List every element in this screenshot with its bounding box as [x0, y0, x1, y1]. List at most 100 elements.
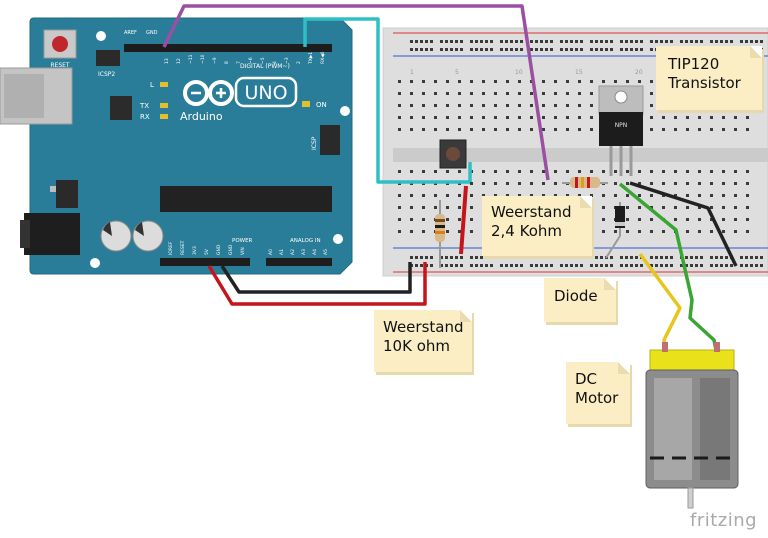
- breadboard-hole: [638, 80, 641, 83]
- breadboard-hole: [595, 256, 598, 259]
- breadboard-hole: [430, 40, 433, 43]
- breadboard-hole: [410, 128, 413, 131]
- breadboard-hole: [420, 40, 423, 43]
- diode: [605, 202, 625, 259]
- breadboard-hole: [422, 170, 425, 173]
- breadboard-hole: [614, 80, 617, 83]
- breadboard-hole: [650, 128, 653, 131]
- breadboard-hole: [760, 40, 763, 43]
- breadboard-hole: [760, 256, 763, 259]
- resistor-10k: [435, 200, 445, 268]
- breadboard-hole: [500, 264, 503, 267]
- pin-label: 8: [224, 61, 230, 64]
- pin-label: 7: [236, 61, 242, 64]
- breadboard-hole: [630, 264, 633, 267]
- breadboard-hole: [566, 194, 569, 197]
- breadboard-hole: [458, 128, 461, 131]
- breadboard-hole: [575, 264, 578, 267]
- breadboard-hole: [722, 194, 725, 197]
- breadboard-hole: [578, 194, 581, 197]
- breadboard-hole: [700, 256, 703, 259]
- analog-label: ANALOG IN: [290, 238, 321, 244]
- breadboard-hole: [540, 256, 543, 259]
- breadboard-hole: [746, 206, 749, 209]
- breadboard-hole: [720, 40, 723, 43]
- breadboard-hole: [662, 170, 665, 173]
- breadboard-hole: [470, 104, 473, 107]
- breadboard-hole: [550, 264, 553, 267]
- breadboard-hole: [446, 116, 449, 119]
- breadboard-hole: [440, 40, 443, 43]
- breadboard-hole: [470, 116, 473, 119]
- breadboard-hole: [710, 256, 713, 259]
- mounting-hole: [340, 106, 350, 116]
- breadboard-hole: [542, 92, 545, 95]
- wire-red-5v: [207, 262, 427, 306]
- breadboard-hole: [430, 256, 433, 259]
- led-l-label: L: [150, 81, 154, 89]
- reset-label: RESET: [50, 62, 70, 69]
- breadboard-hole: [610, 40, 613, 43]
- breadboard-hole: [415, 264, 418, 267]
- breadboard-hole: [650, 48, 653, 51]
- breadboard-hole: [455, 40, 458, 43]
- diode-cathode-band: [615, 222, 625, 226]
- aref-label: AREF: [124, 30, 137, 36]
- led-l: [160, 82, 168, 87]
- breadboard-hole: [470, 218, 473, 221]
- breadboard-hole: [698, 206, 701, 209]
- breadboard-hole: [470, 230, 473, 233]
- breadboard-hole: [590, 128, 593, 131]
- breadboard-hole: [602, 206, 605, 209]
- pin-label: A0: [268, 249, 274, 255]
- breadboard-hole: [640, 40, 643, 43]
- column-number: 1: [410, 69, 414, 76]
- breadboard-hole: [425, 40, 428, 43]
- breadboard-hole: [560, 48, 563, 51]
- breadboard-hole: [510, 48, 513, 51]
- breadboard-hole: [500, 40, 503, 43]
- pin-label: ~11: [188, 54, 194, 64]
- icsp-header: [320, 125, 340, 155]
- wire-red-button: [459, 185, 468, 255]
- breadboard-hole: [482, 104, 485, 107]
- breadboard-hole: [725, 40, 728, 43]
- breadboard-hole: [655, 264, 658, 267]
- breadboard-hole: [674, 182, 677, 185]
- breadboard-hole: [665, 256, 668, 259]
- breadboard-hole: [470, 128, 473, 131]
- breadboard-hole: [460, 256, 463, 259]
- breadboard-hole: [626, 182, 629, 185]
- digital-label: DIGITAL (PWM~): [240, 63, 290, 70]
- breadboard-hole: [458, 80, 461, 83]
- pin-label: IOREF: [168, 241, 174, 255]
- breadboard-hole: [720, 256, 723, 259]
- breadboard-hole: [740, 256, 743, 259]
- breadboard-hole: [602, 230, 605, 233]
- breadboard-hole: [655, 40, 658, 43]
- tip120-transistor: NPN: [598, 85, 644, 176]
- breadboard-hole: [578, 92, 581, 95]
- breadboard-hole: [614, 182, 617, 185]
- breadboard-hole: [450, 40, 453, 43]
- breadboard-hole: [565, 48, 568, 51]
- breadboard-hole: [494, 80, 497, 83]
- pin-label: ~3: [284, 57, 290, 64]
- breadboard-hole: [635, 256, 638, 259]
- column-number: 20: [635, 69, 643, 76]
- breadboard-hole: [455, 264, 458, 267]
- breadboard-hole: [635, 40, 638, 43]
- breadboard-hole: [614, 194, 617, 197]
- breadboard-hole: [398, 116, 401, 119]
- breadboard-hole: [686, 116, 689, 119]
- breadboard-hole: [746, 194, 749, 197]
- breadboard-hole: [542, 116, 545, 119]
- resistor-2k4: [562, 177, 608, 188]
- breadboard-hole: [746, 218, 749, 221]
- reset-button-cap[interactable]: [52, 36, 68, 52]
- breadboard-hole: [580, 40, 583, 43]
- breadboard-hole: [506, 92, 509, 95]
- breadboard-hole: [686, 218, 689, 221]
- breadboard-hole: [494, 182, 497, 185]
